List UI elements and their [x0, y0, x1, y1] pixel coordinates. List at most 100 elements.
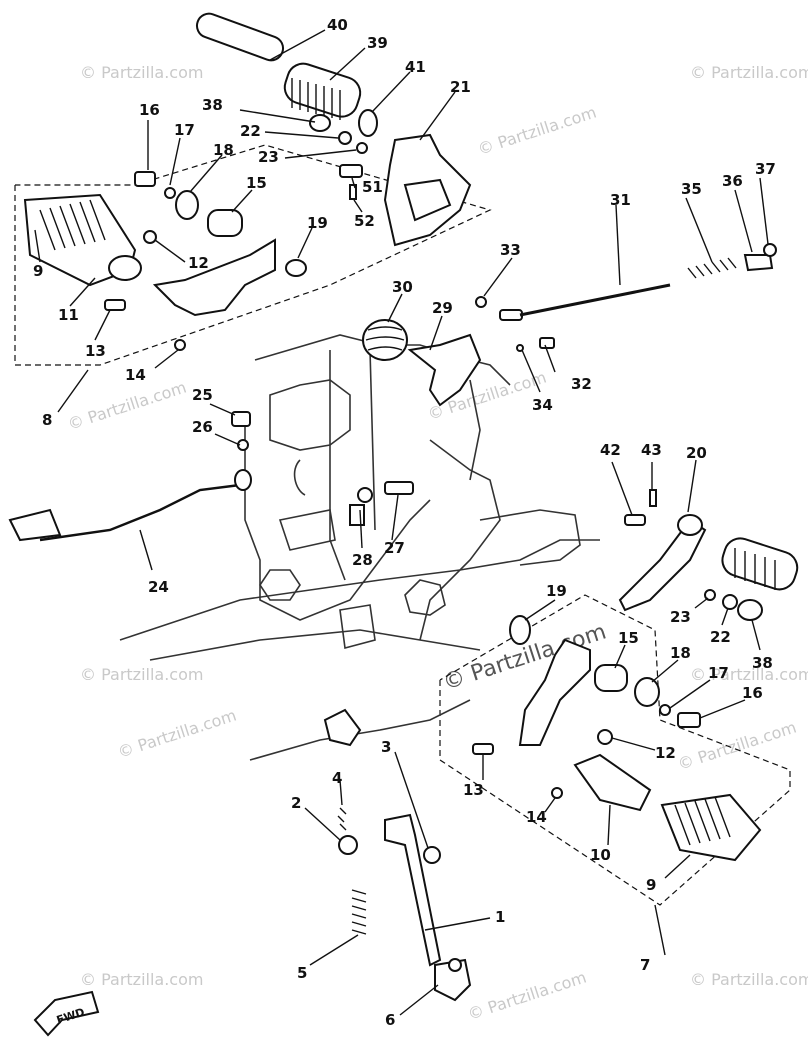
callout-26: 26	[192, 418, 213, 436]
bolt-16b	[677, 712, 701, 728]
brake-pedal-arm	[39, 483, 241, 542]
stand-pin-4	[337, 807, 347, 831]
frame-lower-rail	[119, 539, 600, 641]
cotter-14b	[551, 787, 563, 799]
washer-17	[164, 187, 176, 199]
callout-29: 29	[432, 299, 453, 317]
nut-37	[763, 243, 777, 257]
callout-2: 2	[291, 794, 301, 812]
callout-41: 41	[405, 58, 426, 76]
callout-35: 35	[681, 180, 702, 198]
watermark: © Partzilla.com	[80, 665, 203, 684]
parts: FWD	[8, 12, 799, 1037]
callout-38b: 38	[752, 654, 773, 672]
callout-3: 3	[381, 738, 391, 756]
left-footrest-bracket	[152, 238, 276, 317]
washer-17b	[659, 704, 671, 716]
callout-15: 15	[246, 174, 267, 192]
callout-22b: 22	[710, 628, 731, 646]
frame-lower-rail-2	[149, 629, 481, 661]
callout-7: 7	[640, 956, 650, 974]
footrest-pivot-11	[108, 255, 142, 281]
rubber-ribs	[291, 78, 341, 120]
callout-14b: 14	[526, 808, 547, 826]
frame-pivot-boss-right	[404, 579, 446, 616]
right-rubber-ribs	[734, 548, 776, 590]
callout-10: 10	[590, 846, 611, 864]
frame	[119, 334, 600, 761]
callout-19: 19	[307, 214, 328, 232]
callout-37: 37	[755, 160, 776, 178]
callout-23b: 23	[670, 608, 691, 626]
right-footrest-rubber	[660, 793, 762, 862]
callout-13b: 13	[463, 781, 484, 799]
plate-18b	[634, 677, 660, 707]
nut-22	[338, 131, 352, 145]
callout-18: 18	[213, 141, 234, 159]
cotter-33	[475, 296, 487, 308]
callout-40: 40	[327, 16, 348, 34]
frame-rear-post	[469, 379, 481, 481]
washer-26	[237, 439, 249, 451]
stand-nut-3	[423, 846, 441, 864]
callout-1: 1	[495, 908, 505, 926]
watermark: © Partzilla.com	[80, 63, 203, 82]
bolt-16	[134, 171, 156, 187]
callout-19b: 19	[546, 582, 567, 600]
callout-21: 21	[450, 78, 471, 96]
bolt-25	[231, 411, 251, 427]
callout-36: 36	[722, 172, 743, 190]
bolt-27	[384, 481, 414, 495]
pin-13b	[472, 743, 494, 755]
bushing-15	[207, 209, 243, 237]
washer-41	[358, 109, 378, 137]
callout-20: 20	[686, 444, 707, 462]
left-footrest-assembly-box	[14, 144, 492, 366]
washer-23	[356, 142, 368, 154]
callout-9b: 9	[646, 876, 656, 894]
adjuster-36	[743, 254, 774, 272]
frame-gusset	[293, 459, 306, 496]
brake-rod-31	[519, 283, 671, 317]
bracket-28	[349, 504, 365, 526]
stand-pivot	[448, 958, 462, 972]
callout-8: 8	[42, 411, 52, 429]
frame-cross-member	[329, 349, 376, 581]
spring-12	[143, 230, 157, 244]
callout-34: 34	[532, 396, 553, 414]
callout-33: 33	[500, 241, 521, 259]
callout-17b: 17	[708, 664, 729, 682]
pillion-footrest-rubber	[283, 62, 362, 118]
right-footrest-ribs	[674, 796, 731, 846]
return-spring-30	[362, 319, 408, 361]
collar-38b	[737, 599, 763, 621]
watermark: © Partzilla.com	[465, 968, 588, 1024]
stand-spring-5	[351, 889, 367, 935]
nut-28	[357, 487, 373, 503]
callout-30: 30	[392, 278, 413, 296]
bolt-51	[339, 164, 363, 178]
right-footrest-bracket	[518, 638, 591, 746]
callout-42: 42	[600, 441, 621, 459]
frame-pivot-boss	[259, 569, 301, 601]
callout-12: 12	[188, 254, 209, 272]
spring-12b	[597, 729, 613, 745]
plate-18	[175, 190, 199, 220]
side-stand-1	[384, 813, 442, 967]
pin-52	[349, 184, 357, 200]
watermark: © Partzilla.com	[690, 63, 808, 82]
frame-stand-mount	[339, 604, 376, 650]
callout-12b: 12	[655, 744, 676, 762]
bushing-15b	[594, 664, 628, 692]
brake-arm-29	[407, 333, 482, 407]
callout-6: 6	[385, 1011, 395, 1029]
pin-42	[624, 514, 646, 526]
right-bracket-boss	[677, 514, 703, 536]
pin-32	[539, 337, 555, 349]
footrest-holder-10	[573, 753, 652, 812]
collar-38	[309, 114, 331, 132]
washer-19b	[509, 615, 531, 645]
spring-35	[687, 257, 737, 279]
brake-pedal-pivot	[234, 469, 252, 491]
